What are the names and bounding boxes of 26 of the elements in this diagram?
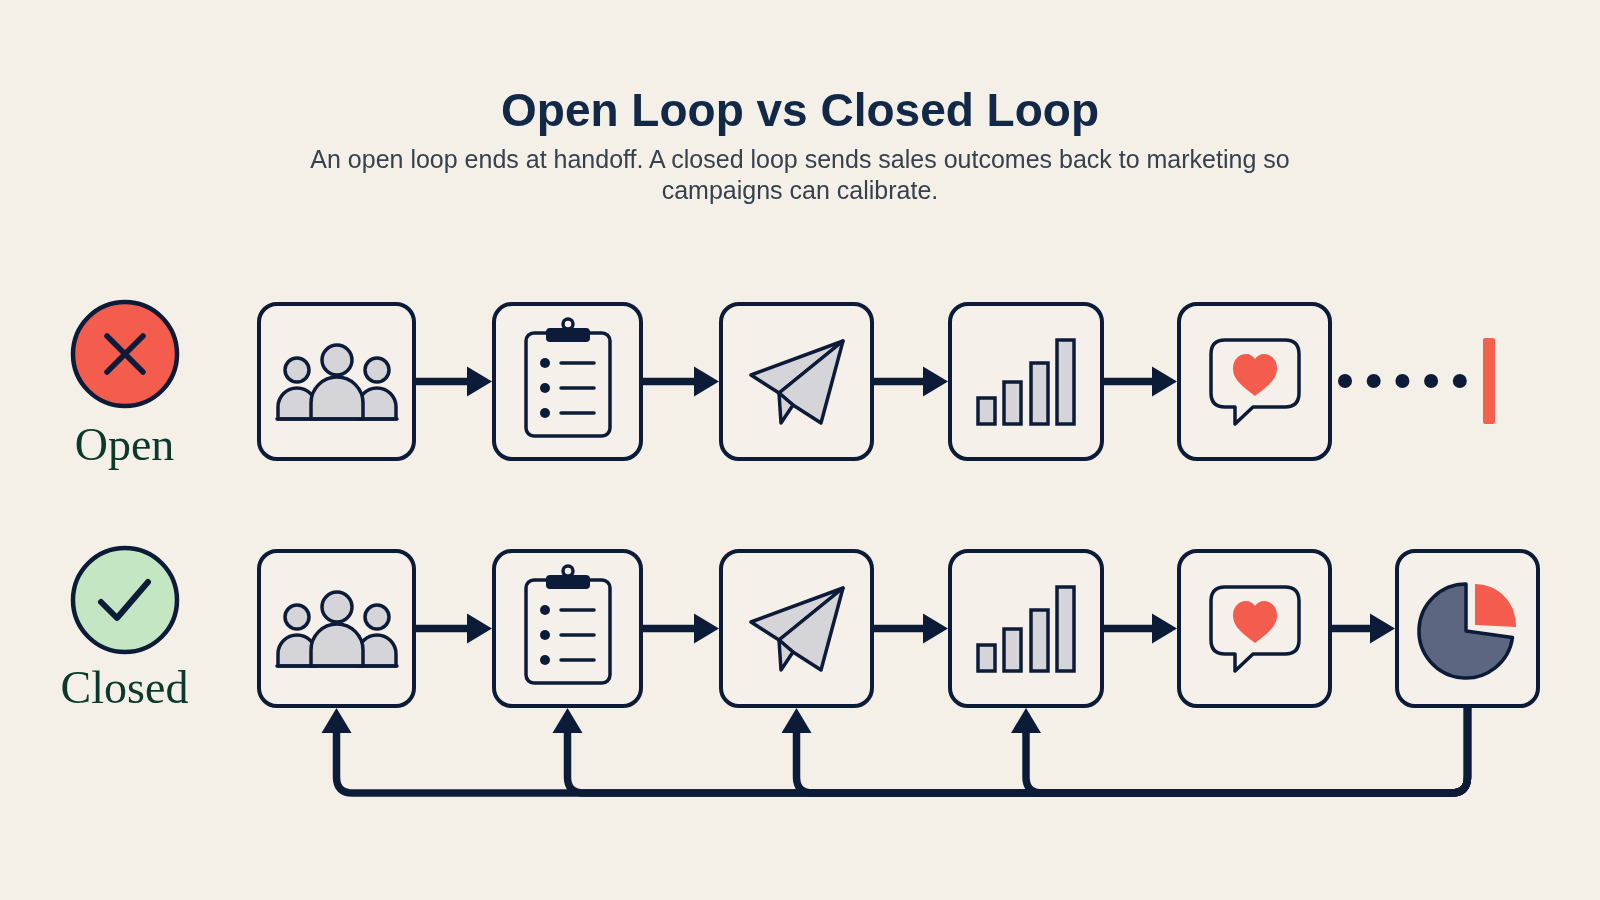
arrow (643, 366, 719, 397)
step-card (257, 302, 416, 461)
arrow (416, 366, 492, 397)
step-card (1177, 549, 1332, 708)
row-label: Open (74, 422, 175, 468)
arrow (1332, 613, 1395, 644)
step-card (1395, 549, 1540, 708)
arrow (874, 366, 948, 397)
step-card (257, 549, 416, 708)
step-card (719, 549, 874, 708)
step-card (948, 302, 1104, 461)
step-card (1177, 302, 1332, 461)
arrow (1104, 366, 1177, 397)
step-card (719, 302, 874, 461)
arrow (643, 613, 719, 644)
subtitle: An open loop ends at handoff. A closed loop sends sales outcomes back to marketing so campaigns can calibrate. (309, 144, 1291, 206)
step-card (492, 302, 643, 461)
title: Open Loop vs Closed Loop (501, 83, 1099, 138)
row-label: Closed (60, 665, 189, 711)
step-card (948, 549, 1104, 708)
arrow (1104, 613, 1177, 644)
feedback-arrow (1011, 708, 1472, 797)
step-card (492, 549, 643, 708)
arrow (416, 613, 492, 644)
end-bar (1483, 338, 1495, 424)
arrow (874, 613, 948, 644)
